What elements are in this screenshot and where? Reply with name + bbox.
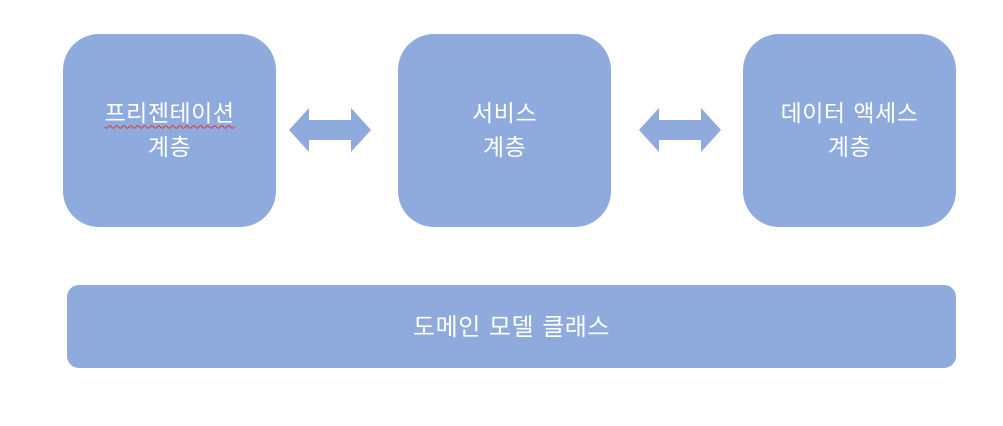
bidirectional-arrow-icon <box>289 108 371 152</box>
data-access-layer-title: 데이터 액세스 <box>780 100 919 127</box>
presentation-layer-title: 프리젠테이션 <box>104 100 235 127</box>
presentation-layer-subtitle: 계층 <box>147 134 192 161</box>
service-layer-subtitle: 계층 <box>482 134 527 161</box>
domain-model-label: 도메인 모델 클래스 <box>413 312 610 341</box>
data-access-layer-subtitle: 계층 <box>827 134 872 161</box>
presentation-layer-box: 프리젠테이션 계층 <box>63 34 276 227</box>
data-access-layer-box: 데이터 액세스 계층 <box>743 34 956 227</box>
service-layer-title: 서비스 <box>472 100 537 127</box>
domain-model-box: 도메인 모델 클래스 <box>67 285 956 368</box>
bidirectional-arrow-icon <box>639 108 721 152</box>
service-layer-box: 서비스 계층 <box>398 34 611 227</box>
